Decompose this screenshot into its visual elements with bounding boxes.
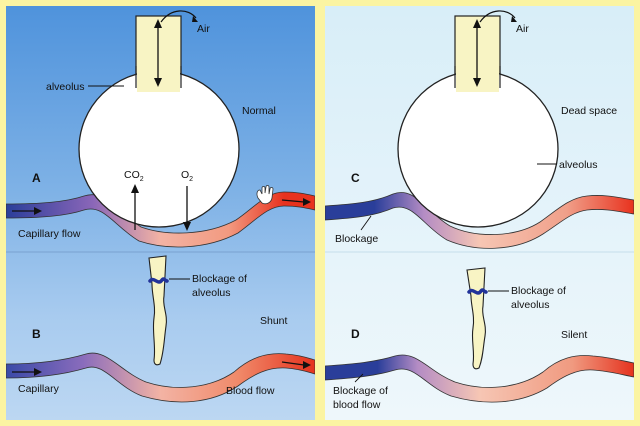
alveolus-a (78, 70, 240, 228)
hand-icon (256, 185, 274, 205)
flow-arrow-right-a (281, 199, 305, 203)
alveolus-label-c: alveolus (559, 159, 598, 171)
right-diagram: Air Dead space alveolus C Blockage Block… (325, 10, 634, 411)
blood-flow-label-b: Blood flow (226, 385, 275, 397)
collapsed-alveolus-b (148, 255, 167, 366)
flow-arrowhead-right-a (303, 198, 311, 206)
left-diagram: Air alveolus Normal A CO2 O2 Capillary f… (6, 10, 315, 403)
panel-letter-b: B (32, 327, 41, 341)
air-label-a: Air (197, 23, 210, 35)
alveolus-label-a: alveolus (46, 81, 85, 93)
panel-letter-d: D (351, 327, 360, 341)
flow-arrowhead-left-a (34, 207, 42, 215)
air-curve-icon-a (160, 10, 197, 23)
panel-letter-a: A (32, 171, 41, 185)
co2-label: CO2 (124, 169, 144, 183)
capillary-b (6, 352, 315, 403)
flow-arrow-right-b (281, 361, 305, 366)
o2-label: O2 (181, 169, 193, 183)
air-label-c: Air (516, 23, 529, 35)
blockage-blood-flow-line1: Blockage of (333, 385, 388, 397)
blockage-alveolus-b-line1: Blockage of (192, 273, 247, 285)
left-panel: Air alveolus Normal A CO2 O2 Capillary f… (6, 6, 315, 420)
state-label-b: Shunt (260, 315, 288, 327)
alveolus-blockage-d (467, 288, 488, 295)
alveolus-blockage-b (148, 277, 169, 284)
state-label-a: Normal (242, 105, 276, 117)
panel-letter-c: C (351, 171, 360, 185)
capillary-d (325, 354, 634, 403)
state-label-c: Dead space (561, 105, 617, 117)
air-curve-icon-c (479, 10, 516, 23)
right-panel: Air Dead space alveolus C Blockage Block… (325, 6, 634, 420)
state-label-d: Silent (561, 329, 587, 341)
alveolus-c (397, 70, 559, 228)
blockage-blood-flow-line2: blood flow (333, 399, 381, 411)
capillary-flow-label: Capillary flow (18, 228, 81, 240)
capillary-label-b: Capillary (18, 383, 60, 395)
blockage-label-c: Blockage (335, 233, 378, 245)
blockage-alveolus-d-line1: Blockage of (511, 285, 566, 297)
blockage-alveolus-b-line2: alveolus (192, 287, 231, 299)
blockage-alveolus-d-line2: alveolus (511, 299, 550, 311)
collapsed-alveolus-d (466, 267, 486, 370)
